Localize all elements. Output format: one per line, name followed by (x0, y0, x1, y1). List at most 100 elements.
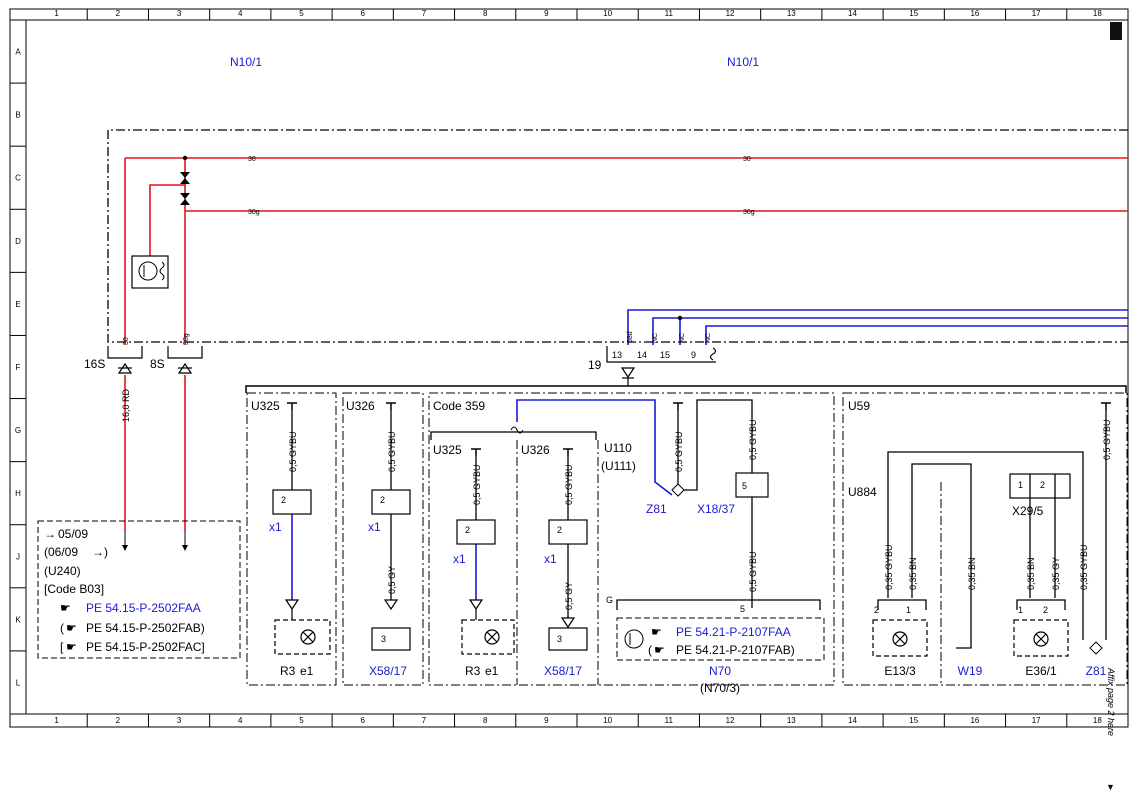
label-n70: N70 (709, 664, 731, 678)
pin-2-x1-a: 2 (281, 495, 286, 505)
column-number: 5 (299, 716, 304, 725)
column-grid: 1122334455667788991010111112121313141415… (54, 9, 1102, 727)
branch-wires (291, 399, 1107, 640)
row-letter: L (16, 678, 21, 687)
module-label-left: N10/1 (230, 55, 262, 69)
column-number: 16 (970, 716, 979, 725)
column-number: 3 (177, 9, 182, 18)
note-ref-2-open: ( (60, 621, 64, 635)
column-number: 1 (54, 716, 59, 725)
pin-3-x58-b: 3 (557, 634, 562, 644)
pin-label-nc-1: NC (652, 333, 659, 343)
n10-1-boundary (107, 129, 1128, 343)
column-number: 6 (360, 716, 365, 725)
wire-label-gybu-x18: 0,5 GYBU (748, 419, 758, 460)
wire-label-30-left: 30 (248, 156, 256, 163)
pin-1-x29: 1 (1018, 480, 1023, 490)
pin-1-e36: 1 (1018, 605, 1023, 615)
note-box (37, 520, 241, 659)
hand-pointer-icon: ☛ (60, 601, 71, 615)
section-label-u325: U325 (251, 399, 280, 413)
note-arrow-icon: → (44, 527, 56, 541)
note-line-1: 05/09 (58, 527, 88, 541)
z81-diamond-icon (671, 483, 685, 497)
label-e36-1: E36/1 (1025, 664, 1057, 678)
lamp-e36-1 (1013, 619, 1069, 657)
pin-9: 9 (691, 350, 696, 360)
pin-5-x18: 5 (742, 481, 747, 491)
section-label-u59: U59 (848, 399, 870, 413)
wire-label-gybu-u325: 0,5 GYBU (288, 431, 298, 472)
column-number: 10 (603, 716, 612, 725)
note-ref-1: PE 54.15-P-2502FAA (86, 601, 201, 615)
column-number: 6 (360, 9, 365, 18)
label-n70-3: (N70/3) (700, 681, 740, 695)
hand-pointer-icon: ☛ (66, 621, 77, 635)
label-e1-b: e1 (485, 664, 499, 678)
hand-pointer-icon: ☛ (651, 625, 662, 639)
note-line-2-close: ) (104, 545, 108, 559)
wire-label-gybu-u326: 0,5 GYBU (387, 431, 397, 472)
wire-label-gy-u326: 0,5 GY (387, 566, 397, 594)
n70-transistor-icon (624, 629, 644, 649)
pin-1-e13: 1 (906, 605, 911, 615)
connector-x58-17-a (371, 599, 411, 651)
column-number: 9 (544, 9, 549, 18)
row-letter: K (15, 615, 21, 624)
column-number: 7 (422, 9, 427, 18)
column-number: 18 (1093, 9, 1102, 18)
note-line-2: (06/09 (44, 545, 78, 559)
signal-wires-bottom (291, 399, 673, 600)
label-x58-17-b: X58/17 (544, 664, 582, 678)
section-u59 (842, 392, 1128, 686)
row-letter: J (16, 552, 20, 561)
section-label-code359: Code 359 (433, 399, 485, 413)
wire-label-gybu-n70: 0,5 GYBU (748, 551, 758, 592)
wire-label-30-right: 30 (743, 156, 751, 163)
wire-label-gybu-u326-inner: 0,5 GYBU (564, 464, 574, 505)
lamp-e13-3 (872, 619, 928, 657)
power-wires (124, 157, 1128, 532)
section-u325 (246, 392, 337, 686)
corner-icon (1110, 22, 1122, 40)
wire-label-gybu-u59: 0,5 GYBU (1102, 419, 1112, 460)
label-z81-u59: Z81 (1086, 664, 1107, 678)
column-number: 14 (848, 716, 857, 725)
column-number: 8 (483, 9, 488, 18)
pin-2-x1-d: 2 (557, 525, 562, 535)
column-number: 3 (177, 716, 182, 725)
label-x58-17-a: X58/17 (369, 664, 407, 678)
section-u326 (342, 392, 424, 686)
column-number: 13 (787, 716, 796, 725)
pin-2-x1-b: 2 (380, 495, 385, 505)
column-number: 8 (483, 716, 488, 725)
lamp-r3-a (274, 599, 331, 655)
wire-label-30g-right: 30g (743, 209, 755, 216)
row-letter: A (15, 48, 21, 57)
column-number: 15 (909, 9, 918, 18)
section-label-u325-inner: U325 (433, 443, 462, 457)
column-number: 11 (665, 9, 674, 18)
section-label-u326-inner: U326 (521, 443, 550, 457)
pin-13: 13 (612, 350, 622, 360)
hand-pointer-icon: ☛ (654, 643, 665, 657)
wire-label-gybu-z81: 0,5 GYBU (674, 431, 684, 472)
row-letter: E (15, 300, 20, 309)
column-number: 2 (116, 9, 121, 18)
connector-16s (107, 346, 143, 374)
connector-label-19: 19 (588, 358, 602, 372)
pin-label-nc-3: NC (705, 333, 712, 343)
connector-label-16s: 16S (84, 357, 105, 371)
pin-label-nc-2: NC (679, 333, 686, 343)
lamp-r3-b (461, 599, 515, 655)
hand-pointer-icon: ☛ (66, 640, 77, 654)
u59-wires (877, 451, 1084, 649)
wire-label-035-bn-a: 0,35 BN (908, 557, 918, 590)
note-ref-2: PE 54.15-P-2502FAB) (86, 621, 205, 635)
pin-15: 15 (660, 350, 670, 360)
section-label-u110: U110 (604, 441, 632, 455)
label-x29-5: X29/5 (1012, 504, 1044, 518)
column-number: 18 (1093, 716, 1102, 725)
